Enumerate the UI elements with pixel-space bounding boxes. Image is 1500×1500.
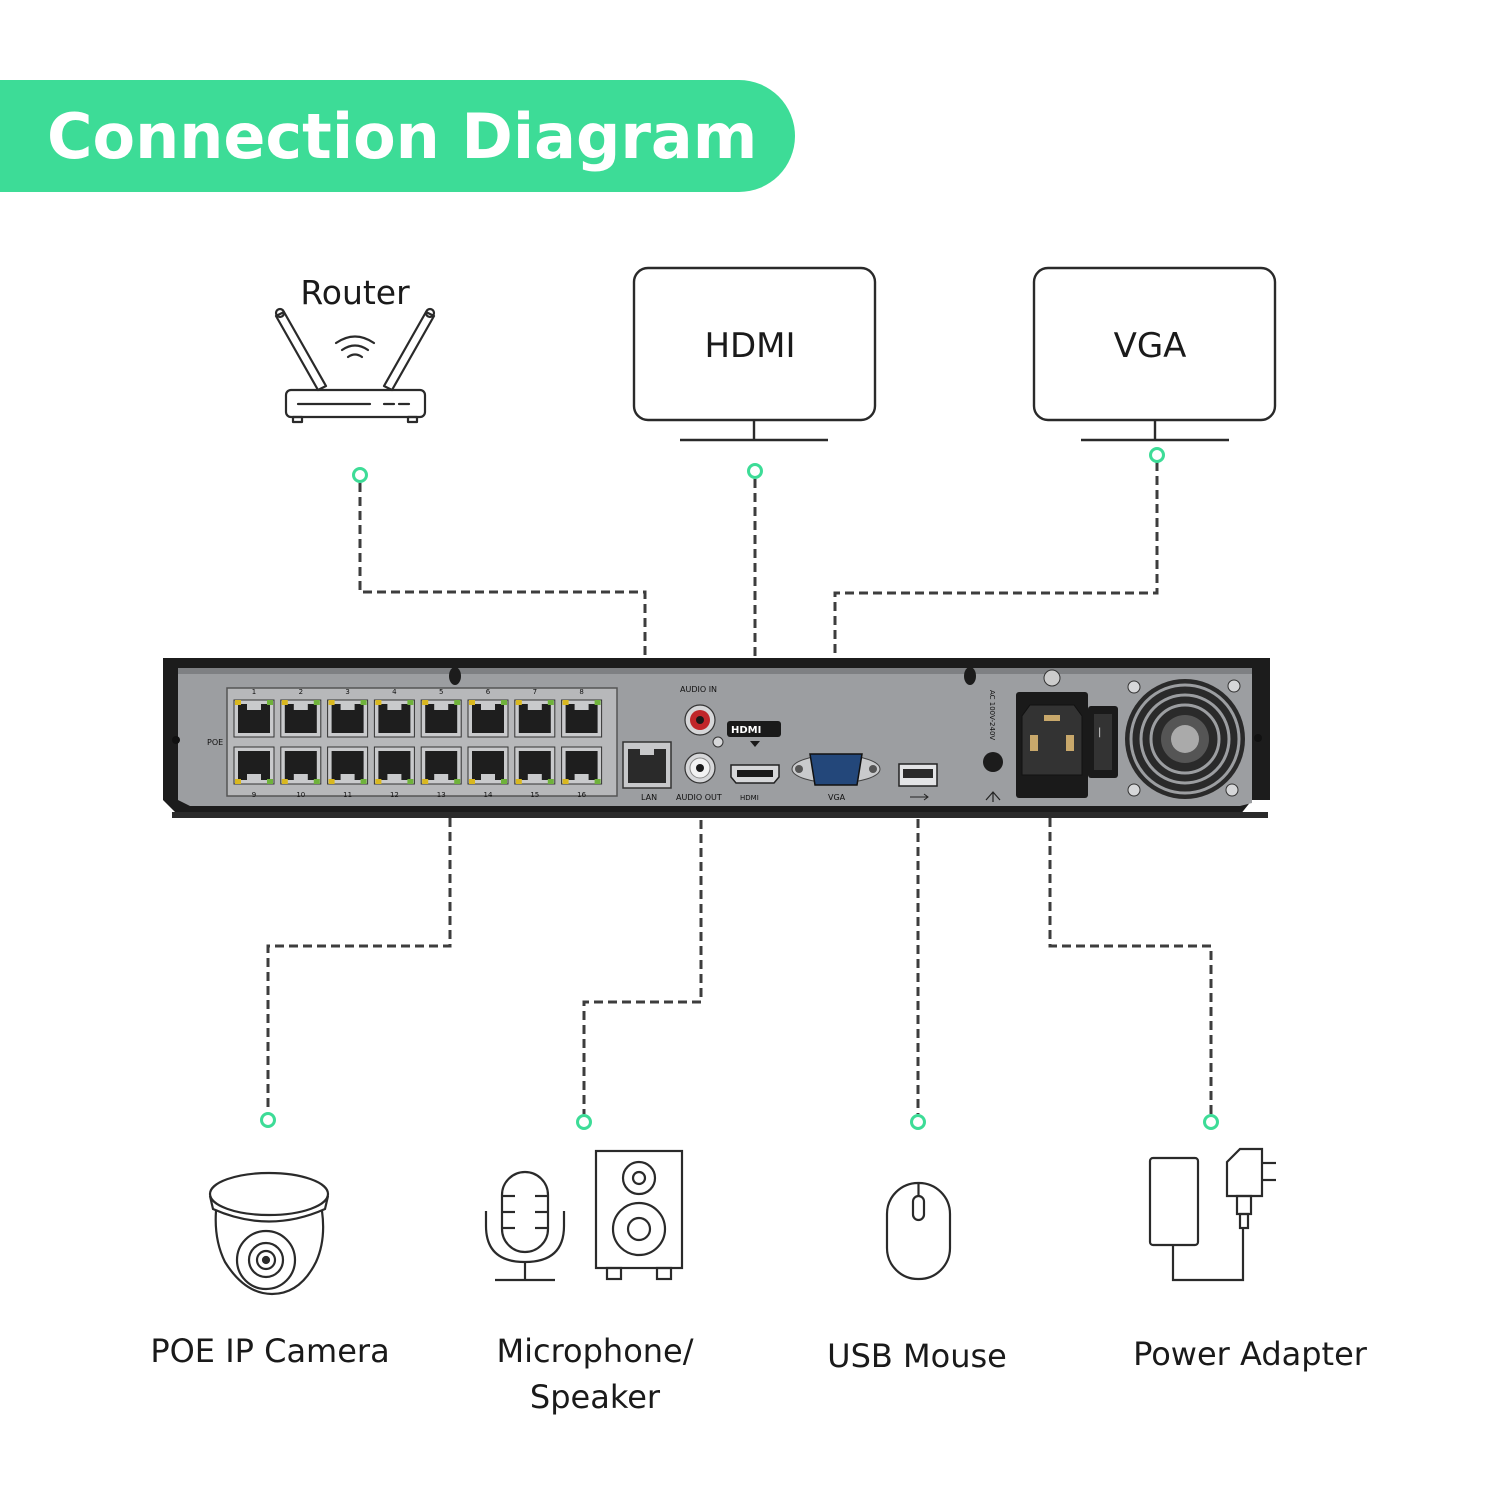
- port-number: 6: [486, 688, 491, 696]
- port-number: 2: [299, 688, 303, 696]
- power-adapter-label: Power Adapter: [1133, 1335, 1367, 1373]
- port-number: 14: [484, 791, 493, 799]
- hdmi-monitor-icon: [632, 266, 877, 442]
- dome-camera-icon: [208, 1171, 330, 1296]
- port-number: 10: [296, 791, 305, 799]
- poe-label: POE: [207, 738, 223, 747]
- poe-port: [373, 699, 415, 738]
- poe-port: [420, 699, 462, 738]
- poe-port: [514, 746, 556, 785]
- power-dot: [1203, 1114, 1219, 1130]
- poe-port: [467, 699, 509, 738]
- power-section: AC 100V-240V |: [983, 669, 1245, 802]
- vga-monitor-label: VGA: [1113, 326, 1187, 366]
- poe-port: [280, 699, 322, 738]
- vga-monitor-icon: [1032, 266, 1277, 442]
- port-number: 9: [252, 791, 256, 799]
- poe-port: [280, 746, 322, 785]
- audio-label: Microphone/ Speaker: [455, 1328, 735, 1420]
- poe-port: [467, 746, 509, 785]
- lan-port: LAN: [622, 741, 672, 802]
- port-number: 7: [533, 688, 537, 696]
- camera-dot: [260, 1112, 276, 1128]
- audio-label-line1: Microphone/: [496, 1332, 694, 1370]
- mouse-icon: [885, 1181, 952, 1281]
- hdmi-label: HDMI: [740, 794, 759, 802]
- port-number: 11: [343, 791, 352, 799]
- poe-port: [233, 699, 275, 738]
- mouse-dot: [910, 1114, 926, 1130]
- poe-port: [233, 746, 275, 785]
- svg-text:|: |: [1098, 727, 1101, 738]
- hdmi-monitor-label: HDMI: [704, 326, 796, 366]
- vga-dot: [1149, 447, 1165, 463]
- camera-connector: [266, 790, 452, 1112]
- poe-port: [420, 746, 462, 785]
- port-number: 16: [577, 791, 586, 799]
- poe-port: [514, 699, 556, 738]
- router-icon: [274, 307, 436, 424]
- mouse-label: USB Mouse: [827, 1337, 1007, 1375]
- power-label: AC 100V-240V: [988, 690, 996, 740]
- audio-connector: [582, 806, 703, 1114]
- port-number: 3: [345, 688, 349, 696]
- camera-label: POE IP Camera: [150, 1332, 390, 1370]
- power-connector: [1048, 790, 1213, 1114]
- microphone-icon: [484, 1170, 566, 1282]
- audio-in-label: AUDIO IN: [680, 685, 717, 694]
- audio-label-line2: Speaker: [529, 1378, 661, 1416]
- poe-port: [327, 746, 369, 785]
- port-number: 8: [579, 688, 583, 696]
- vga-label: VGA: [828, 793, 846, 802]
- router-label: Router: [300, 273, 410, 312]
- port-number: 4: [392, 688, 397, 696]
- port-number: 15: [530, 791, 539, 799]
- connector-dots: [260, 447, 1219, 1130]
- port-number: 1: [252, 688, 256, 696]
- audio-ports: AUDIO IN AUDIO OUT: [676, 685, 724, 802]
- poe-port: [373, 746, 415, 785]
- audio-dot: [576, 1114, 592, 1130]
- port-number: 12: [390, 791, 399, 799]
- poe-port: [327, 699, 369, 738]
- title-banner: Connection Diagram: [0, 80, 795, 192]
- power-adapter-icon: [1148, 1147, 1276, 1282]
- speaker-icon: [594, 1149, 684, 1281]
- poe-port: [561, 746, 603, 785]
- router-dot: [352, 467, 368, 483]
- hdmi-port: HDMI HDMI: [727, 721, 781, 802]
- hdmi-dot: [747, 463, 763, 479]
- port-number: 13: [437, 791, 446, 799]
- hdmi-logo: HDMI: [731, 725, 761, 736]
- page-title: Connection Diagram: [47, 99, 758, 173]
- audio-out-label: AUDIO OUT: [676, 793, 722, 802]
- port-number: 5: [439, 688, 443, 696]
- vga-port: VGA: [791, 753, 881, 802]
- usb-port: [898, 763, 938, 801]
- poe-port: [561, 699, 603, 738]
- lan-label: LAN: [641, 793, 657, 802]
